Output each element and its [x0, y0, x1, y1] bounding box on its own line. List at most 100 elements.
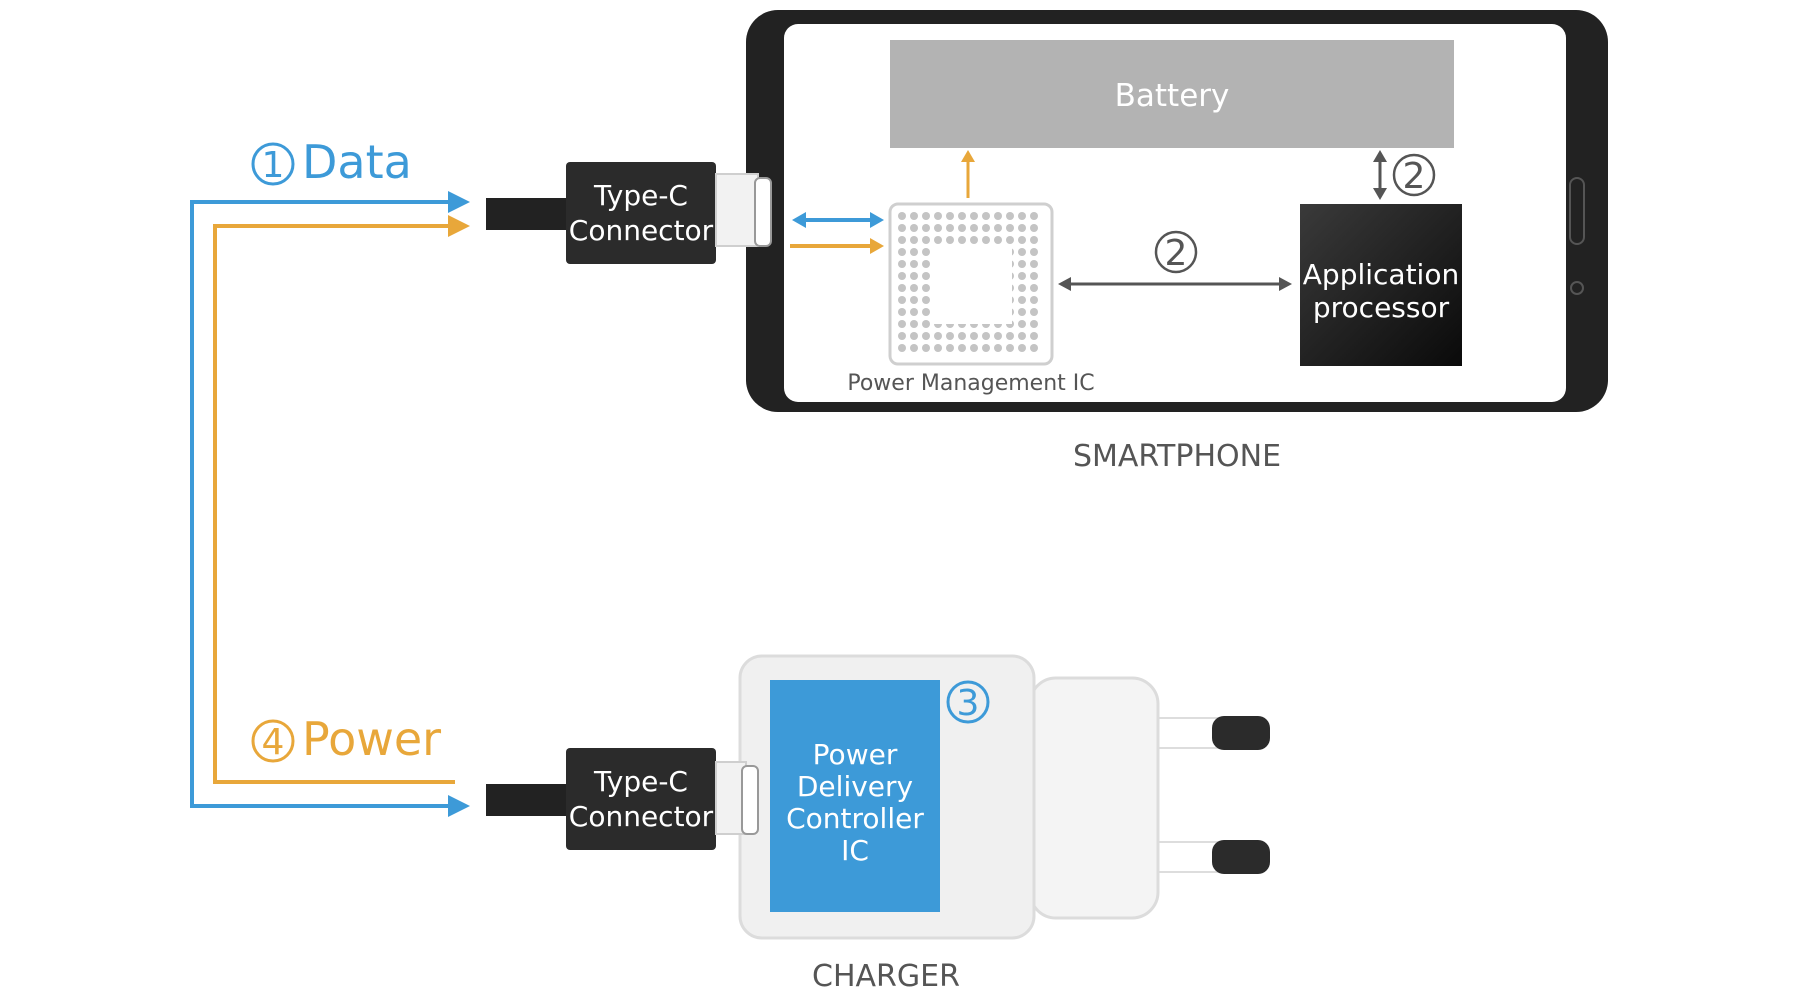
pmic-pin-dot: [934, 344, 942, 352]
app-processor-label-line1: Application: [1303, 258, 1459, 291]
charger-prong-bottom: [1212, 840, 1270, 874]
pmic-pin-dot: [1018, 236, 1026, 244]
pmic-pin-dot: [970, 236, 978, 244]
pdc-label-line2: Delivery: [797, 770, 913, 803]
data-arrowhead-left: [792, 212, 806, 228]
pmic-pin-dot: [994, 236, 1002, 244]
battery-ap-marker-circle: [1392, 153, 1436, 197]
smartphone: Battery Power Management IC 2 2 Appli: [746, 10, 1608, 412]
pmic-pin-dot: [1018, 320, 1026, 328]
pmic-pin-dot: [898, 332, 906, 340]
pmic-pin-dot: [1030, 296, 1038, 304]
pmic-pin-dot: [898, 284, 906, 292]
charger-plug-body: [1028, 676, 1160, 920]
pmic-pin-dot: [910, 332, 918, 340]
pmic-pin-dot: [898, 224, 906, 232]
power-label-group: 4 Power: [251, 712, 441, 766]
pmic-pin-dot: [922, 248, 930, 256]
typec-bottom-label-line1: Type-C: [593, 765, 688, 798]
pmic-pin-dot: [1018, 284, 1026, 292]
typec-connector-top: Type-C Connector: [486, 162, 772, 264]
pmic-pin-dot: [1030, 236, 1038, 244]
pmic-pin-dot: [1030, 212, 1038, 220]
pmic-pin-dot: [994, 332, 1002, 340]
power-arrowhead: [448, 215, 470, 237]
data-arrowhead-bottom: [448, 795, 470, 817]
pmic-ap-marker-circle: [1154, 230, 1198, 274]
pmic-ap-marker-number: 2: [1165, 233, 1188, 274]
pmic-pin-dot: [982, 224, 990, 232]
battery-block: [890, 40, 1454, 148]
pmic-pin-dot: [1018, 248, 1026, 256]
charger-prong-top: [1212, 716, 1270, 750]
pmic-pin-dot: [910, 308, 918, 316]
pmic-pin-dot: [1030, 332, 1038, 340]
pmic-pin-dot: [934, 212, 942, 220]
pmic-pin-dot: [910, 344, 918, 352]
battery-ap-arrowhead-down: [1373, 188, 1387, 200]
data-marker-number: 1: [262, 145, 285, 186]
pmic-pin-dot: [1018, 332, 1026, 340]
charger-label: CHARGER: [812, 959, 960, 994]
pmic-pin-dot: [898, 272, 906, 280]
pmic-pin-dot: [898, 320, 906, 328]
pmic-pin-dot: [994, 224, 1002, 232]
power-marker-circle: [251, 719, 295, 763]
typec-bottom-body: [566, 748, 716, 850]
pmic-pin-dot: [922, 272, 930, 280]
pmic-pin-dot: [958, 212, 966, 220]
pmic-pin-dot: [982, 212, 990, 220]
data-label: Data: [302, 135, 412, 189]
pmic-pin-dot: [898, 212, 906, 220]
pmic-pin-dot: [910, 284, 918, 292]
pmic-pin-dot: [970, 212, 978, 220]
pmic-pin-dot: [922, 236, 930, 244]
pmic-pin-dot: [934, 236, 942, 244]
pmic-pin-dot: [1030, 260, 1038, 268]
pmic-pin-dot: [946, 236, 954, 244]
data-label-group: 1 Data: [251, 135, 412, 189]
pmic-pin-dot: [946, 224, 954, 232]
pmic-pin-dot: [1018, 344, 1026, 352]
pmic-pin-dot: [1030, 284, 1038, 292]
pmic-pin-dot: [1030, 344, 1038, 352]
pmic-pin-dot: [910, 320, 918, 328]
pmic-pin-dot: [910, 296, 918, 304]
pmic-pin-dot: [970, 344, 978, 352]
pmic-pin-dot: [970, 332, 978, 340]
pmic-pin-dot: [934, 224, 942, 232]
pmic-pin-dot: [934, 332, 942, 340]
battery-ap-marker-number: 2: [1403, 156, 1426, 197]
pdc-marker-number: 3: [957, 683, 980, 724]
pdc-marker-circle: [946, 680, 990, 724]
typec-bottom-plug: [486, 784, 566, 816]
pmic-pin-dot: [1018, 224, 1026, 232]
typec-bottom-label-line2: Connector: [569, 800, 714, 833]
pmic-pin-dot: [922, 224, 930, 232]
data-arrowhead-top: [448, 191, 470, 213]
pmic-pin-dot: [910, 236, 918, 244]
typec-top-port: [754, 177, 772, 247]
pmic-pin-dot: [898, 296, 906, 304]
pmic-pin-dot: [1006, 236, 1014, 244]
pmic-pin-dot: [1006, 344, 1014, 352]
app-processor-label-line2: processor: [1313, 291, 1450, 324]
pmic-pin-dot: [910, 248, 918, 256]
battery-ap-arrowhead-up: [1373, 150, 1387, 162]
battery-label: Battery: [1115, 78, 1230, 114]
pmic-pin-dot: [946, 332, 954, 340]
pd-controller-block: [770, 680, 940, 912]
pmic-pin-dot: [1018, 272, 1026, 280]
typec-top-plug: [486, 198, 566, 230]
pmic-pin-dot: [958, 236, 966, 244]
pmic-pin-dot: [970, 224, 978, 232]
pdc-label-line1: Power: [813, 738, 898, 771]
phone-side-button: [1569, 177, 1585, 245]
pmic-pin-dot: [1006, 224, 1014, 232]
pmic-ap-arrowhead-right: [1279, 277, 1292, 291]
pmic-pin-dot: [898, 308, 906, 316]
typec-top-label-line1: Type-C: [593, 179, 688, 212]
pmic-pin-dot: [910, 272, 918, 280]
pmic-pin-dot: [1018, 308, 1026, 316]
power-marker-number: 4: [262, 722, 285, 763]
